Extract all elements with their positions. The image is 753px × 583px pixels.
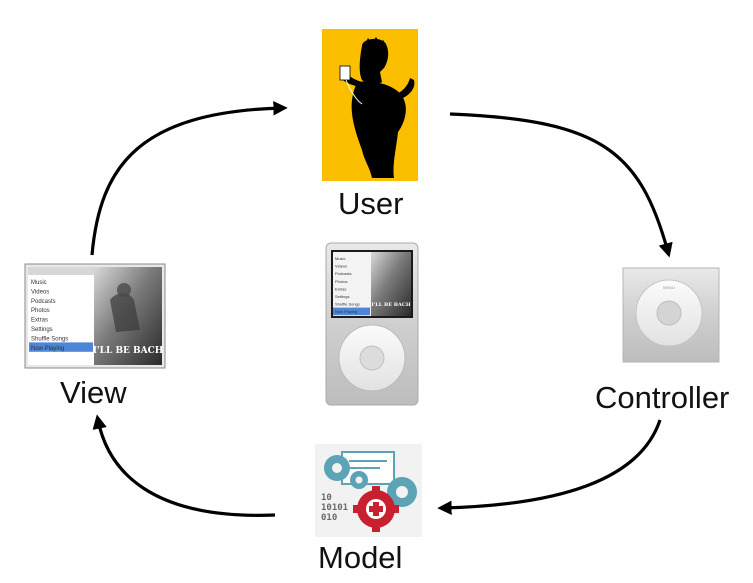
arrow-user-to-controller	[449, 112, 673, 258]
svg-text:10: 10	[321, 493, 332, 503]
ipod-menu-item[interactable]: Photos	[335, 279, 347, 284]
svg-text:010: 010	[321, 513, 337, 523]
center-select-button	[359, 345, 385, 371]
ipod-menu-item[interactable]: Podcasts	[335, 271, 351, 276]
controller-label: Controller	[595, 380, 730, 415]
simpson-silhouette-icon	[340, 37, 415, 178]
ipod-screen-icon: MusicVideosPodcastsPhotosExtrasSettingsS…	[24, 263, 166, 369]
menu-selection-highlight	[333, 307, 370, 316]
ipod-menu-item[interactable]: Settings	[31, 327, 53, 333]
ipod-classic-icon: MusicVideosPodcastsPhotosExtrasSettingsS…	[325, 242, 419, 406]
arrow-model-to-view	[92, 414, 276, 517]
svg-text:MENU: MENU	[663, 285, 675, 290]
gears-icon: 10 10101 010	[315, 444, 422, 537]
arrow-view-to-user	[90, 101, 288, 256]
view-album-caption: I'LL BE BACH	[93, 346, 164, 356]
ipod-menu-item[interactable]: Videos	[335, 264, 347, 269]
menu-selection-highlight	[29, 342, 93, 352]
ipod-menu-item[interactable]: Photos	[31, 308, 50, 314]
svg-text:10101: 10101	[321, 503, 348, 513]
view-label: View	[60, 375, 127, 410]
ipod-menu-item[interactable]: Now Playing	[335, 309, 357, 314]
ipod-menu-item[interactable]: Music	[335, 256, 345, 261]
ipod-menu-item[interactable]: Podcasts	[31, 299, 56, 305]
ipod-menu-item[interactable]: Shuffle Songs	[31, 336, 68, 342]
ipod-menu-item[interactable]: Settings	[335, 294, 349, 299]
ipod-menu-item[interactable]: Music	[31, 280, 47, 286]
ipod-menu-item[interactable]: Extras	[335, 286, 346, 291]
user-node-image	[322, 29, 418, 181]
red-gear-icon	[353, 486, 399, 532]
ipod-menu-item[interactable]: Videos	[31, 289, 49, 295]
arrow-controller-to-model	[437, 419, 662, 515]
model-label: Model	[318, 540, 403, 575]
ipod-menu-item[interactable]: Extras	[31, 318, 48, 324]
ipod-menu-item[interactable]: Shuffle Songs	[335, 302, 360, 307]
click-wheel-icon: MENU	[622, 267, 720, 363]
ipod-menu-item[interactable]: Now Playing	[31, 346, 64, 352]
center-album-caption: I'LL BE BACH	[371, 302, 411, 308]
user-label: User	[338, 186, 404, 221]
